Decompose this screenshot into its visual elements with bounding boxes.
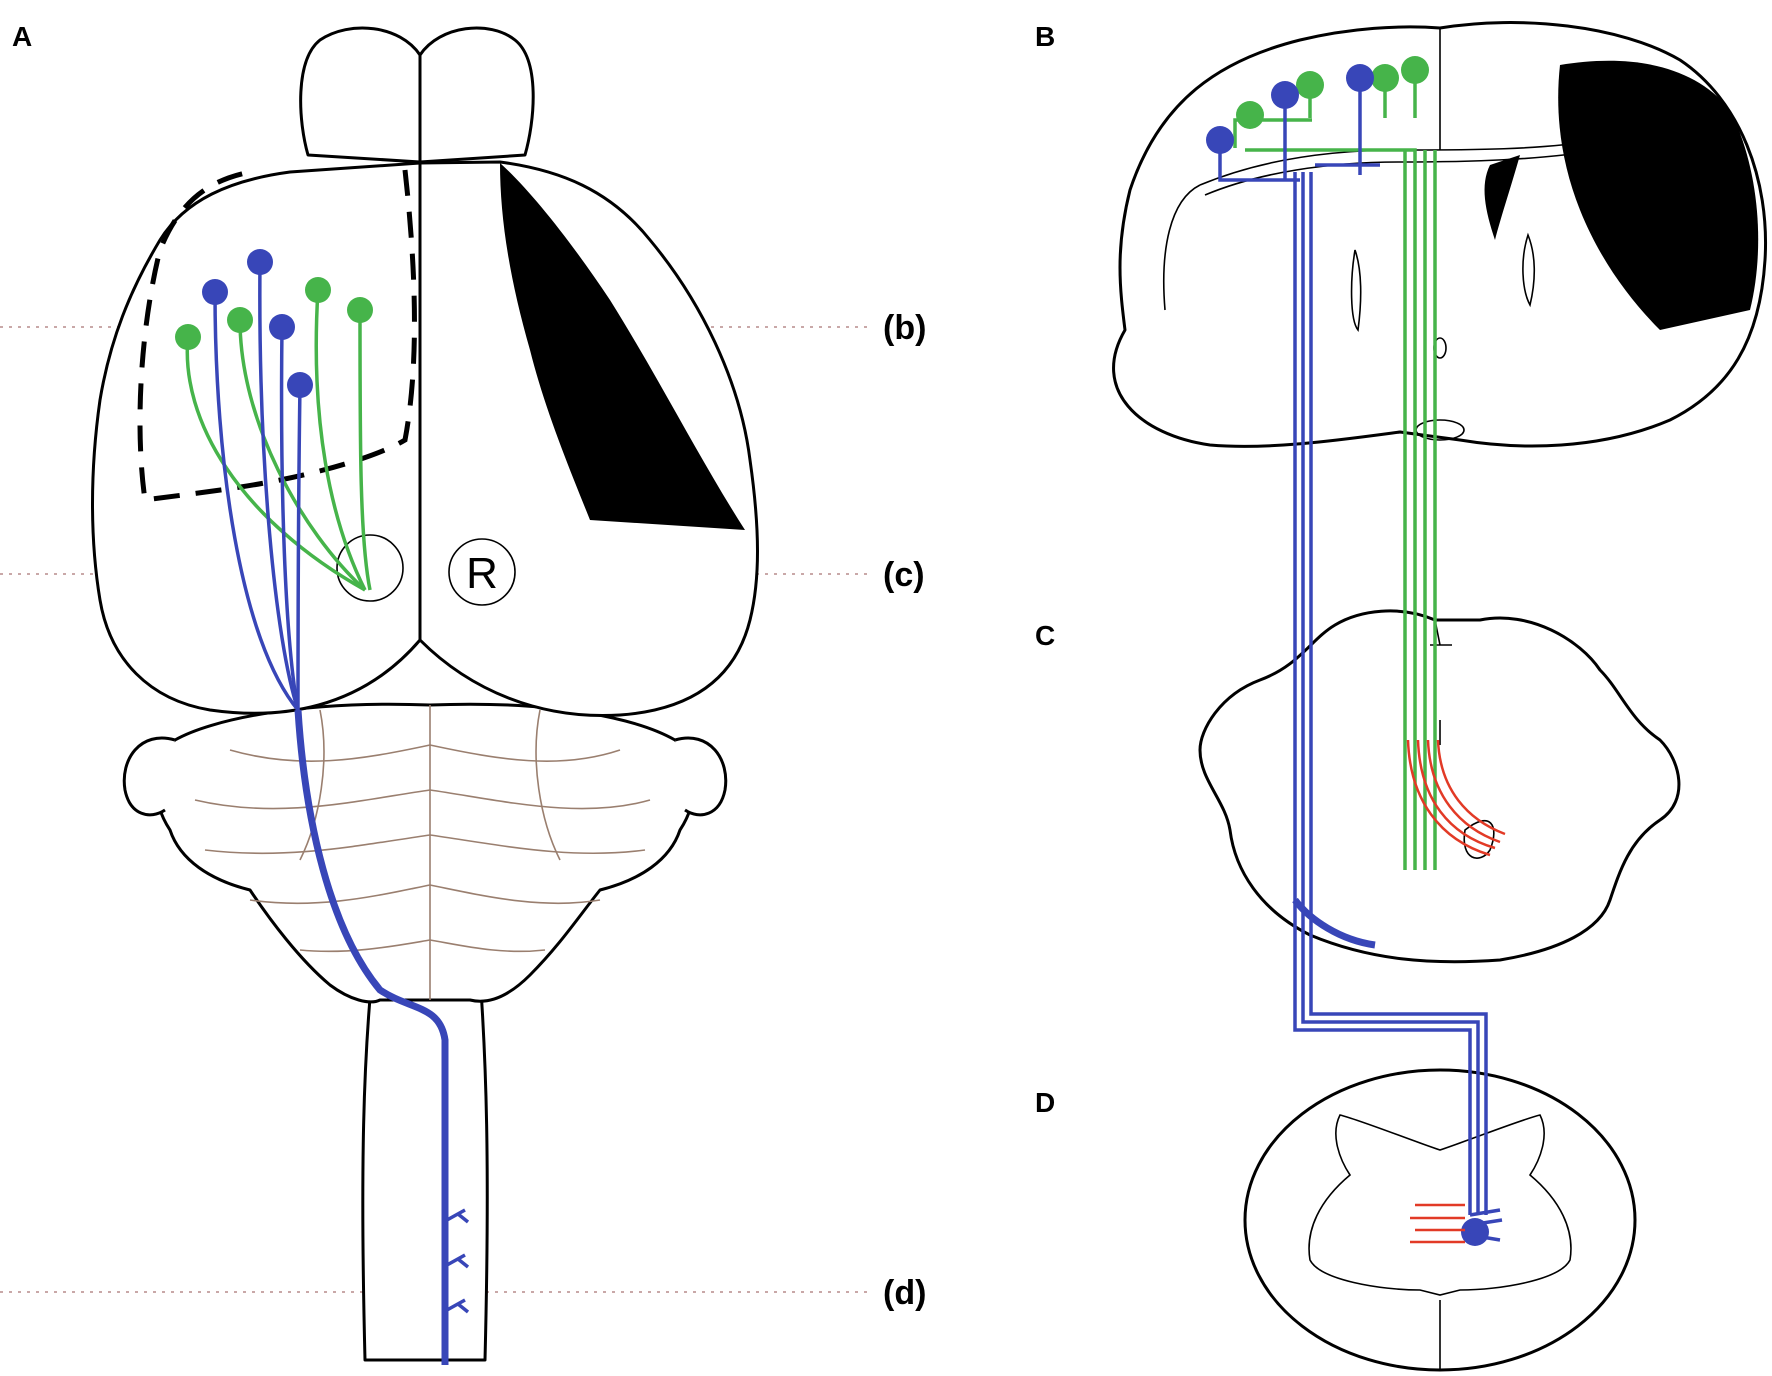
level-d-label: (d) bbox=[883, 1274, 926, 1312]
coronal-lesion bbox=[1558, 60, 1759, 330]
panel-d-spinal-section bbox=[1243, 1068, 1637, 1372]
red-nucleus-left-circle bbox=[336, 534, 404, 602]
paraflocculus-left bbox=[122, 736, 176, 817]
red-nucleus-right-circle bbox=[448, 538, 516, 606]
spinal-terminal-3 bbox=[446, 1298, 470, 1314]
b-green-neuron-2 bbox=[1296, 71, 1324, 99]
blue-neuron-2 bbox=[247, 249, 273, 275]
panel-a-label: A bbox=[12, 21, 32, 52]
paraflocculus-right bbox=[674, 736, 728, 817]
b-green-neuron-3 bbox=[1371, 64, 1399, 92]
d-red-terminals bbox=[1410, 1203, 1465, 1244]
panel-b-label: B bbox=[1035, 21, 1055, 52]
motor-cortex-dashed-outline bbox=[137, 169, 417, 503]
green-neuron-4 bbox=[347, 297, 373, 323]
olfactory-bulb-left bbox=[299, 26, 422, 164]
green-neuron-2 bbox=[227, 307, 253, 333]
panel-a-brain-dorsal: R bbox=[91, 26, 759, 1365]
green-neuron-1 bbox=[175, 324, 201, 350]
d-blue-terminal-cluster bbox=[1461, 1218, 1489, 1246]
gray-matter-butterfly bbox=[1308, 1114, 1572, 1296]
rubrospinal-tract-bcd bbox=[1406, 739, 1506, 1244]
pyramidal-tract-a bbox=[294, 709, 449, 1365]
cerebellar-folia bbox=[194, 705, 651, 1000]
corticospinal-tract-bcd bbox=[1206, 64, 1503, 1246]
panel-c-label: C bbox=[1035, 620, 1055, 651]
lateral-ventricle-right bbox=[1522, 232, 1536, 308]
green-neuron-3 bbox=[305, 277, 331, 303]
blue-neuron-1 bbox=[202, 279, 228, 305]
red-nucleus-label: R bbox=[466, 549, 498, 598]
b-blue-neuron-3 bbox=[1346, 64, 1374, 92]
coronal-lesion-small bbox=[1484, 155, 1520, 240]
b-blue-neuron-2 bbox=[1271, 81, 1299, 109]
corticorubral-fibers-a bbox=[175, 277, 373, 592]
b-green-neuron-4 bbox=[1401, 56, 1429, 84]
blue-neuron-3 bbox=[269, 314, 295, 340]
level-c-label: (c) bbox=[883, 556, 925, 594]
cerebellum-outline bbox=[154, 702, 696, 1004]
panel-d-label: D bbox=[1035, 1087, 1055, 1118]
d-blue-terminals bbox=[1469, 1208, 1503, 1242]
corticospinal-fibers-a bbox=[202, 249, 470, 1365]
olfactory-bulb-right bbox=[418, 26, 535, 164]
brainstem-section-outline bbox=[1198, 609, 1681, 964]
corpus-callosum-lower bbox=[1204, 149, 1601, 196]
panel-c-brainstem-section bbox=[1198, 609, 1681, 964]
pyramid-blue-thick bbox=[1292, 897, 1376, 949]
corticorubral-tract-bcd bbox=[1233, 56, 1437, 870]
cortical-lesion bbox=[500, 163, 745, 530]
panel-b-coronal-section bbox=[1112, 21, 1768, 448]
spinal-terminal-1 bbox=[446, 1208, 470, 1224]
pontine-nucleus bbox=[1463, 819, 1495, 859]
blue-neuron-4 bbox=[287, 372, 313, 398]
b-blue-neuron-1 bbox=[1206, 126, 1234, 154]
b-green-neuron-1 bbox=[1236, 101, 1264, 129]
level-b-label: (b) bbox=[883, 309, 926, 347]
spinal-cord-outline bbox=[361, 973, 489, 1362]
spinal-terminal-2 bbox=[446, 1253, 470, 1269]
external-capsule bbox=[1162, 184, 1201, 311]
lateral-ventricle-left bbox=[1350, 249, 1362, 332]
